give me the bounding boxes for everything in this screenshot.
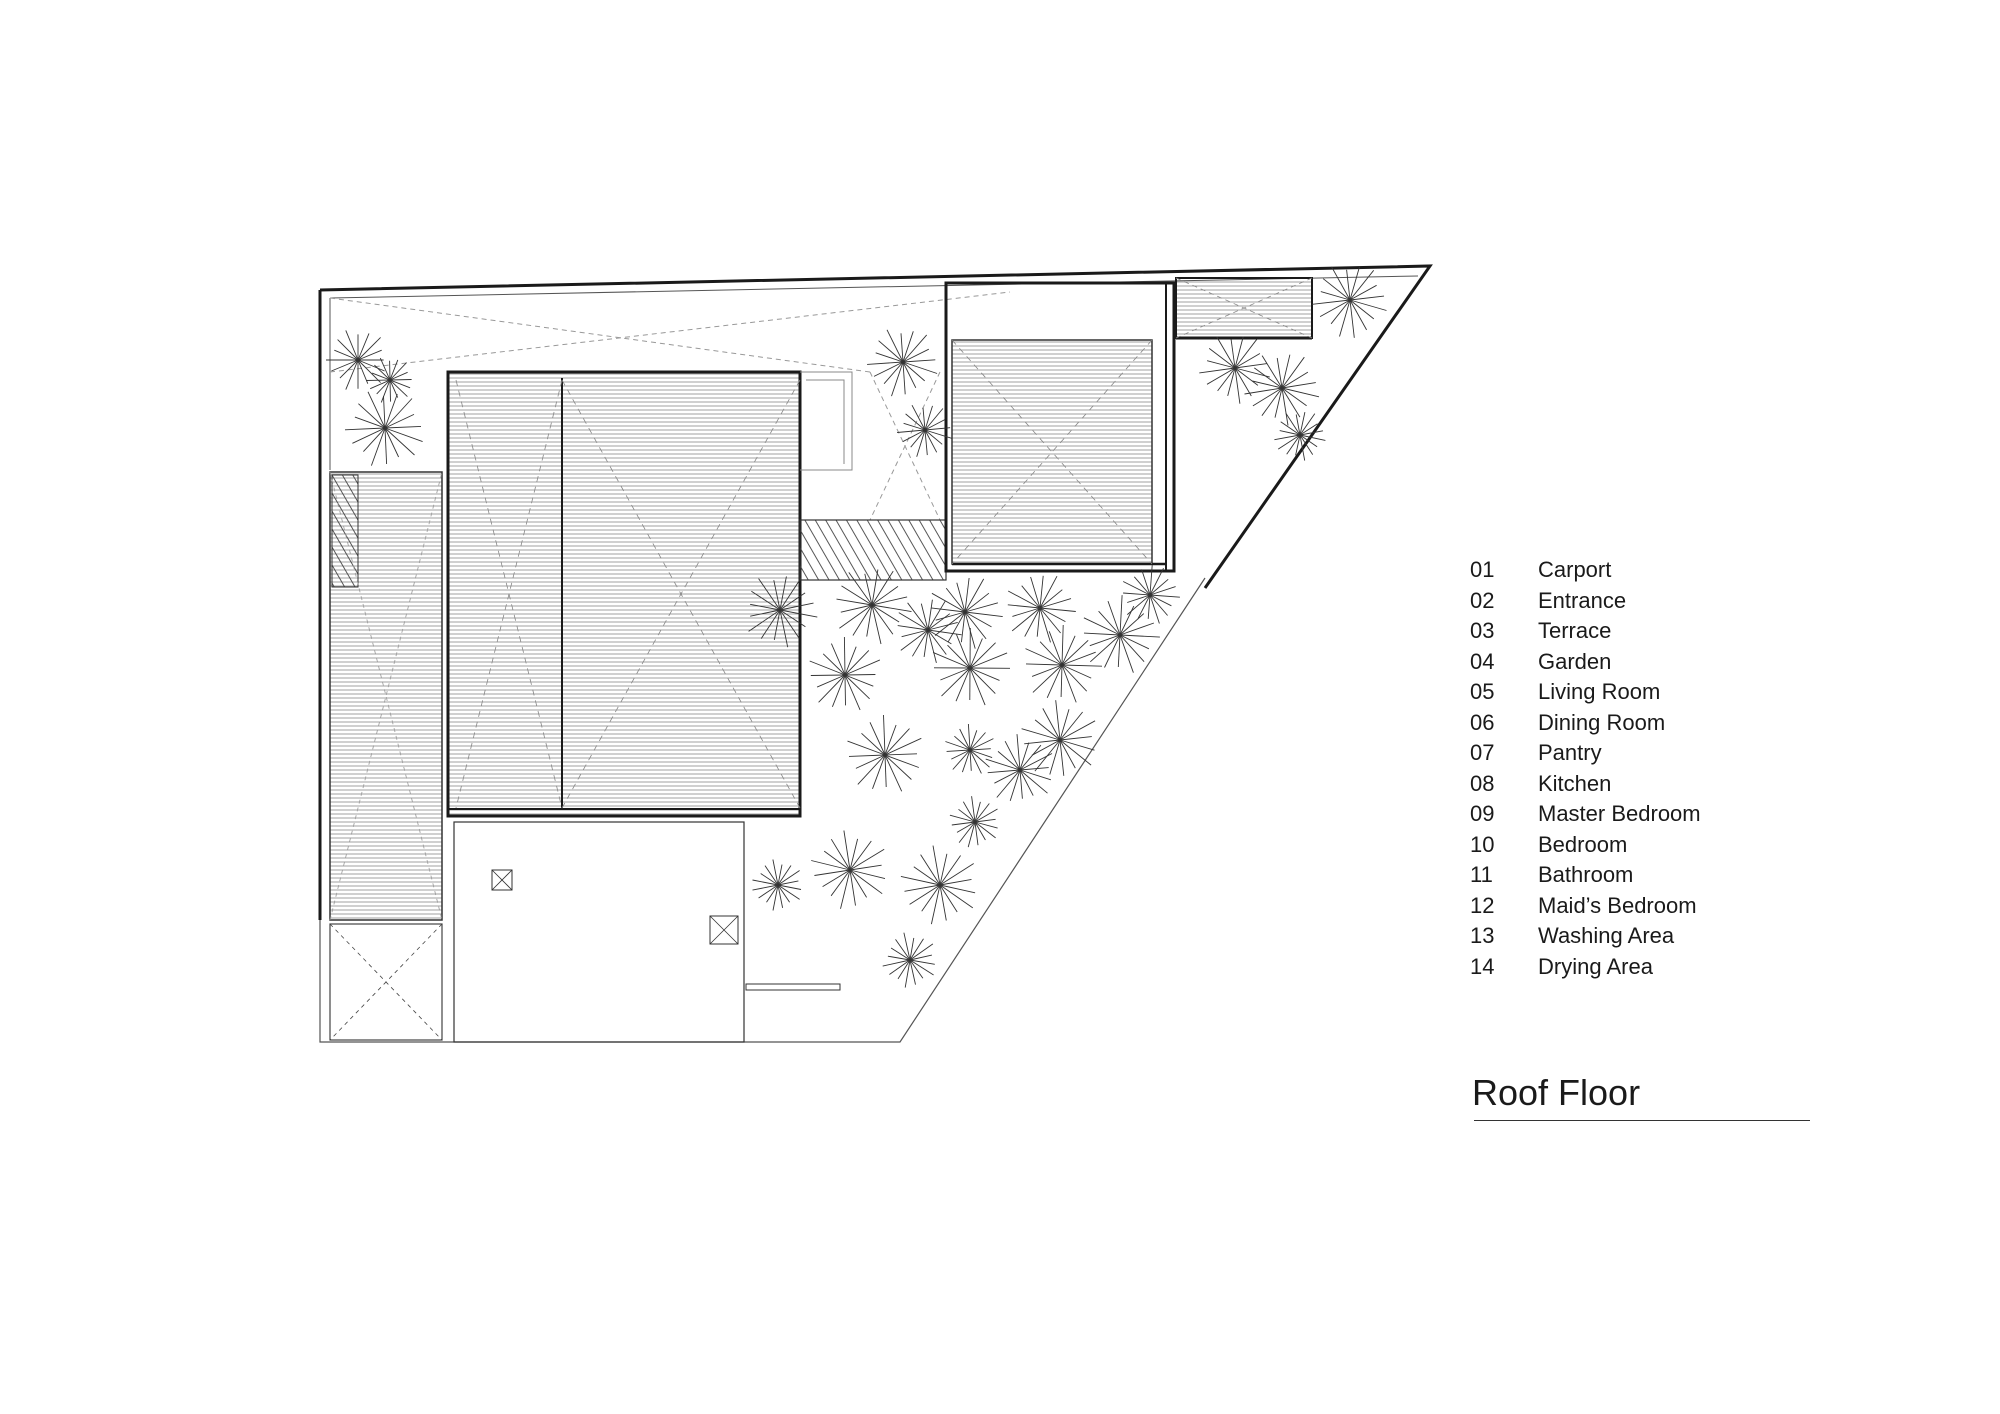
legend-number: 13 bbox=[1470, 923, 1495, 949]
legend-label: Terrace bbox=[1538, 618, 1612, 644]
legend-number: 03 bbox=[1470, 618, 1495, 644]
legend-number: 02 bbox=[1470, 587, 1495, 613]
garden-trees bbox=[326, 266, 1387, 988]
right-roof bbox=[944, 281, 1176, 573]
light-well bbox=[800, 371, 853, 471]
legend-number: 14 bbox=[1470, 953, 1495, 979]
legend-number: 01 bbox=[1470, 557, 1495, 583]
tree-icon bbox=[882, 932, 935, 988]
legend-label: Drying Area bbox=[1538, 953, 1653, 979]
lower-flat-roof bbox=[453, 821, 841, 1043]
roof-dashed-lines bbox=[329, 291, 1011, 521]
tree-icon bbox=[932, 627, 1011, 706]
legend-number: 10 bbox=[1470, 831, 1495, 857]
tree-icon bbox=[1025, 624, 1103, 703]
bridge-hatched bbox=[799, 519, 947, 581]
legend-label: Entrance bbox=[1538, 587, 1627, 613]
legend-item: 06 Dining Room bbox=[1470, 708, 1830, 739]
legend-label: Kitchen bbox=[1538, 770, 1612, 796]
legend-number: 12 bbox=[1470, 892, 1495, 918]
drawing-title: Roof Floor bbox=[1472, 1072, 1641, 1113]
legend-item: 09 Master Bedroom bbox=[1470, 799, 1830, 830]
legend-label: Master Bedroom bbox=[1538, 801, 1701, 827]
legend-label: Dining Room bbox=[1538, 709, 1666, 735]
tree-icon bbox=[897, 599, 962, 664]
tree-icon bbox=[1199, 336, 1270, 404]
tree-icon bbox=[1083, 595, 1160, 673]
tree-icon bbox=[836, 569, 912, 645]
tree-icon bbox=[985, 734, 1053, 802]
legend-label: Garden bbox=[1538, 648, 1612, 674]
tree-icon bbox=[900, 845, 976, 925]
legend-item: 04 Garden bbox=[1470, 647, 1830, 678]
legend-item: 02 Entrance bbox=[1470, 586, 1830, 617]
room-legend: 01 Carport 02 Entrance 03 Terrace 04 Garden 05 Li… bbox=[1470, 555, 1830, 982]
top-right-roof bbox=[1175, 277, 1313, 340]
legend-label: Carport bbox=[1538, 557, 1612, 583]
legend-number: 08 bbox=[1470, 770, 1495, 796]
legend-label: Maid’s Bedroom bbox=[1538, 892, 1697, 918]
legend-label: Living Room bbox=[1538, 679, 1661, 705]
tree-icon bbox=[1274, 412, 1326, 461]
legend-number: 11 bbox=[1470, 862, 1493, 888]
tree-icon bbox=[847, 714, 922, 792]
tree-icon bbox=[1244, 354, 1320, 426]
tree-icon bbox=[811, 830, 886, 909]
legend-number: 06 bbox=[1470, 709, 1495, 735]
title-underline bbox=[1474, 1120, 1810, 1121]
tree-icon bbox=[1122, 565, 1180, 624]
legend-item: 13 Washing Area bbox=[1470, 921, 1830, 952]
legend-item: 14 Drying Area bbox=[1470, 952, 1830, 983]
legend-number: 09 bbox=[1470, 801, 1495, 827]
legend-item: 05 Living Room bbox=[1470, 677, 1830, 708]
tree-icon bbox=[949, 796, 998, 848]
tree-icon bbox=[897, 404, 952, 457]
tree-icon bbox=[930, 577, 1003, 649]
legend-number: 07 bbox=[1470, 740, 1495, 766]
legend-item: 08 Kitchen bbox=[1470, 769, 1830, 800]
tree-icon bbox=[365, 357, 412, 403]
legend-label: Pantry bbox=[1538, 740, 1602, 766]
legend-item: 10 Bedroom bbox=[1470, 830, 1830, 861]
tree-icon bbox=[1312, 266, 1387, 338]
tree-icon bbox=[326, 330, 385, 390]
tree-icon bbox=[809, 636, 881, 711]
legend-number: 05 bbox=[1470, 679, 1495, 705]
legend-item: 12 Maid’s Bedroom bbox=[1470, 891, 1830, 922]
legend-number: 04 bbox=[1470, 648, 1495, 674]
tree-icon bbox=[752, 859, 802, 911]
legend-label: Bathroom bbox=[1538, 862, 1634, 888]
tree-icon bbox=[1007, 575, 1076, 643]
tree-icon bbox=[344, 391, 423, 466]
tree-icon bbox=[748, 576, 818, 648]
tree-icon bbox=[1021, 700, 1096, 776]
legend-label: Washing Area bbox=[1538, 923, 1675, 949]
tree-icon bbox=[867, 329, 938, 397]
left-roof-strip bbox=[329, 471, 443, 921]
legend-item: 07 Pantry bbox=[1470, 738, 1830, 769]
legend-item: 11 Bathroom bbox=[1470, 860, 1830, 891]
tree-icon bbox=[945, 723, 994, 774]
bottom-left-box bbox=[329, 923, 443, 1041]
legend-item: 01 Carport bbox=[1470, 555, 1830, 586]
main-roof bbox=[446, 370, 802, 818]
legend-item: 03 Terrace bbox=[1470, 616, 1830, 647]
legend-label: Bedroom bbox=[1538, 831, 1628, 857]
